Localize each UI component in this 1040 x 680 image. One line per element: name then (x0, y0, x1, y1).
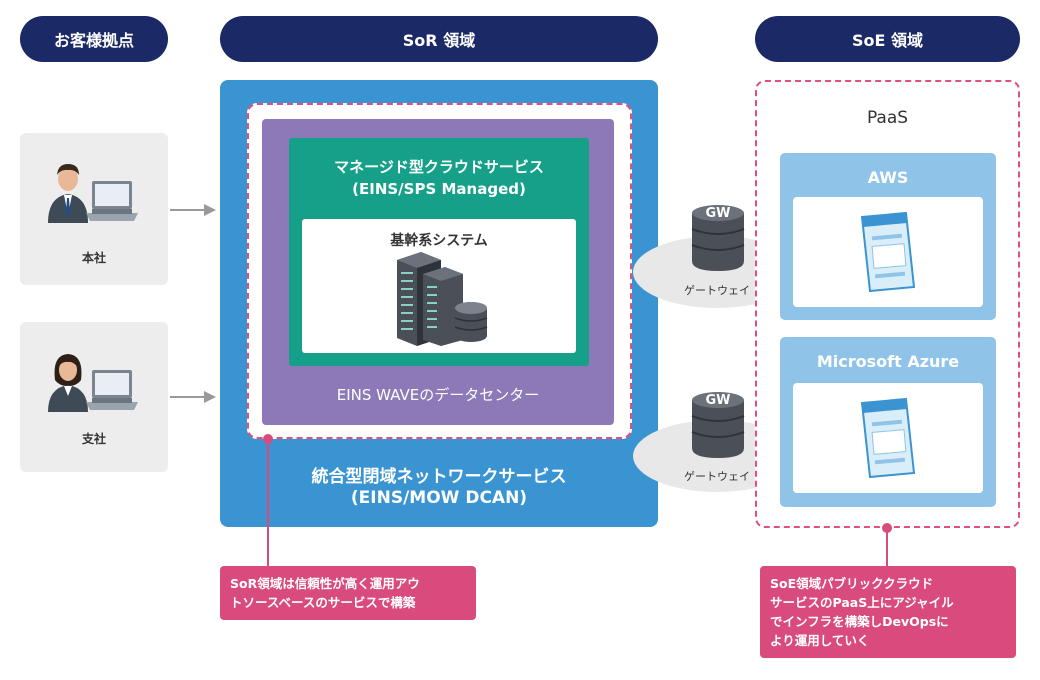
soe-note: SoE領域パブリッククラウド サービスのPaaS上にアジャイル でインフラを構築… (760, 566, 1016, 658)
arrow-right-icon (170, 204, 216, 216)
arrow-right-icon (170, 391, 216, 403)
managed-cloud-subtitle: (EINS/SPS Managed) (352, 180, 526, 198)
server-rack-icon (397, 252, 488, 346)
header-soe-domain: SoE 領域 (755, 16, 1020, 62)
header-sor-label: SoR 領域 (402, 31, 476, 50)
header-customer-label: お客様拠点 (53, 31, 134, 50)
managed-cloud-title: マネージド型クラウドサービス (334, 158, 544, 176)
gateway-1-badge: GW (705, 206, 731, 221)
cloud-azure-content (793, 383, 983, 493)
network-service-title: 統合型閉域ネットワークサービス (311, 467, 567, 487)
cloud-aws-box: AWS (780, 153, 996, 320)
datacenter-label: EINS WAVEのデータセンター (336, 386, 540, 404)
sor-note-connector-dot (263, 434, 273, 444)
app-window-icon (860, 397, 916, 479)
sor-note: SoR領域は信頼性が高く運用アウ トソースベースのサービスで構築 (220, 566, 476, 620)
cloud-aws-content (793, 197, 983, 307)
paas-label: PaaS (866, 108, 909, 128)
gateway-2-badge: GW (705, 393, 731, 408)
cloud-aws-title: AWS (867, 168, 909, 187)
core-system-title: 基幹系システム (390, 233, 488, 249)
site-hq-label: 本社 (81, 251, 106, 265)
sor-note-line-2: トソースベースのサービスで構築 (230, 595, 416, 610)
cloud-azure-box: Microsoft Azure (780, 337, 996, 507)
site-headquarters: 本社 (20, 133, 168, 285)
sor-note-line-1: SoR領域は信頼性が高く運用アウ (230, 576, 420, 591)
gateway-database-icon (691, 392, 745, 458)
office-worker-male-icon (48, 164, 138, 223)
soe-note-line-2: サービスのPaaS上にアジャイル (770, 595, 954, 610)
soe-note-line-4: より運用していく (770, 633, 870, 648)
site-branch-label: 支社 (81, 432, 106, 446)
sor-note-connector-line (267, 440, 269, 568)
gateway-2-label: ゲートウェイ (684, 470, 750, 483)
site-branch: 支社 (20, 322, 168, 472)
gateway-1-label: ゲートウェイ (684, 284, 750, 297)
header-soe-label: SoE 領域 (851, 31, 924, 50)
header-sor-domain: SoR 領域 (220, 16, 658, 62)
soe-note-line-3: でインフラを構築しDevOpsに (770, 614, 949, 629)
office-worker-female-icon (48, 354, 138, 412)
soe-note-connector-line (886, 528, 888, 566)
network-service-subtitle: (EINS/MOW DCAN) (350, 488, 528, 508)
soe-note-line-1: SoE領域パブリッククラウド (770, 576, 934, 591)
gateway-database-icon (691, 205, 745, 271)
app-window-icon (860, 211, 916, 293)
header-customer-sites: お客様拠点 (20, 16, 168, 62)
cloud-azure-title: Microsoft Azure (816, 352, 960, 371)
